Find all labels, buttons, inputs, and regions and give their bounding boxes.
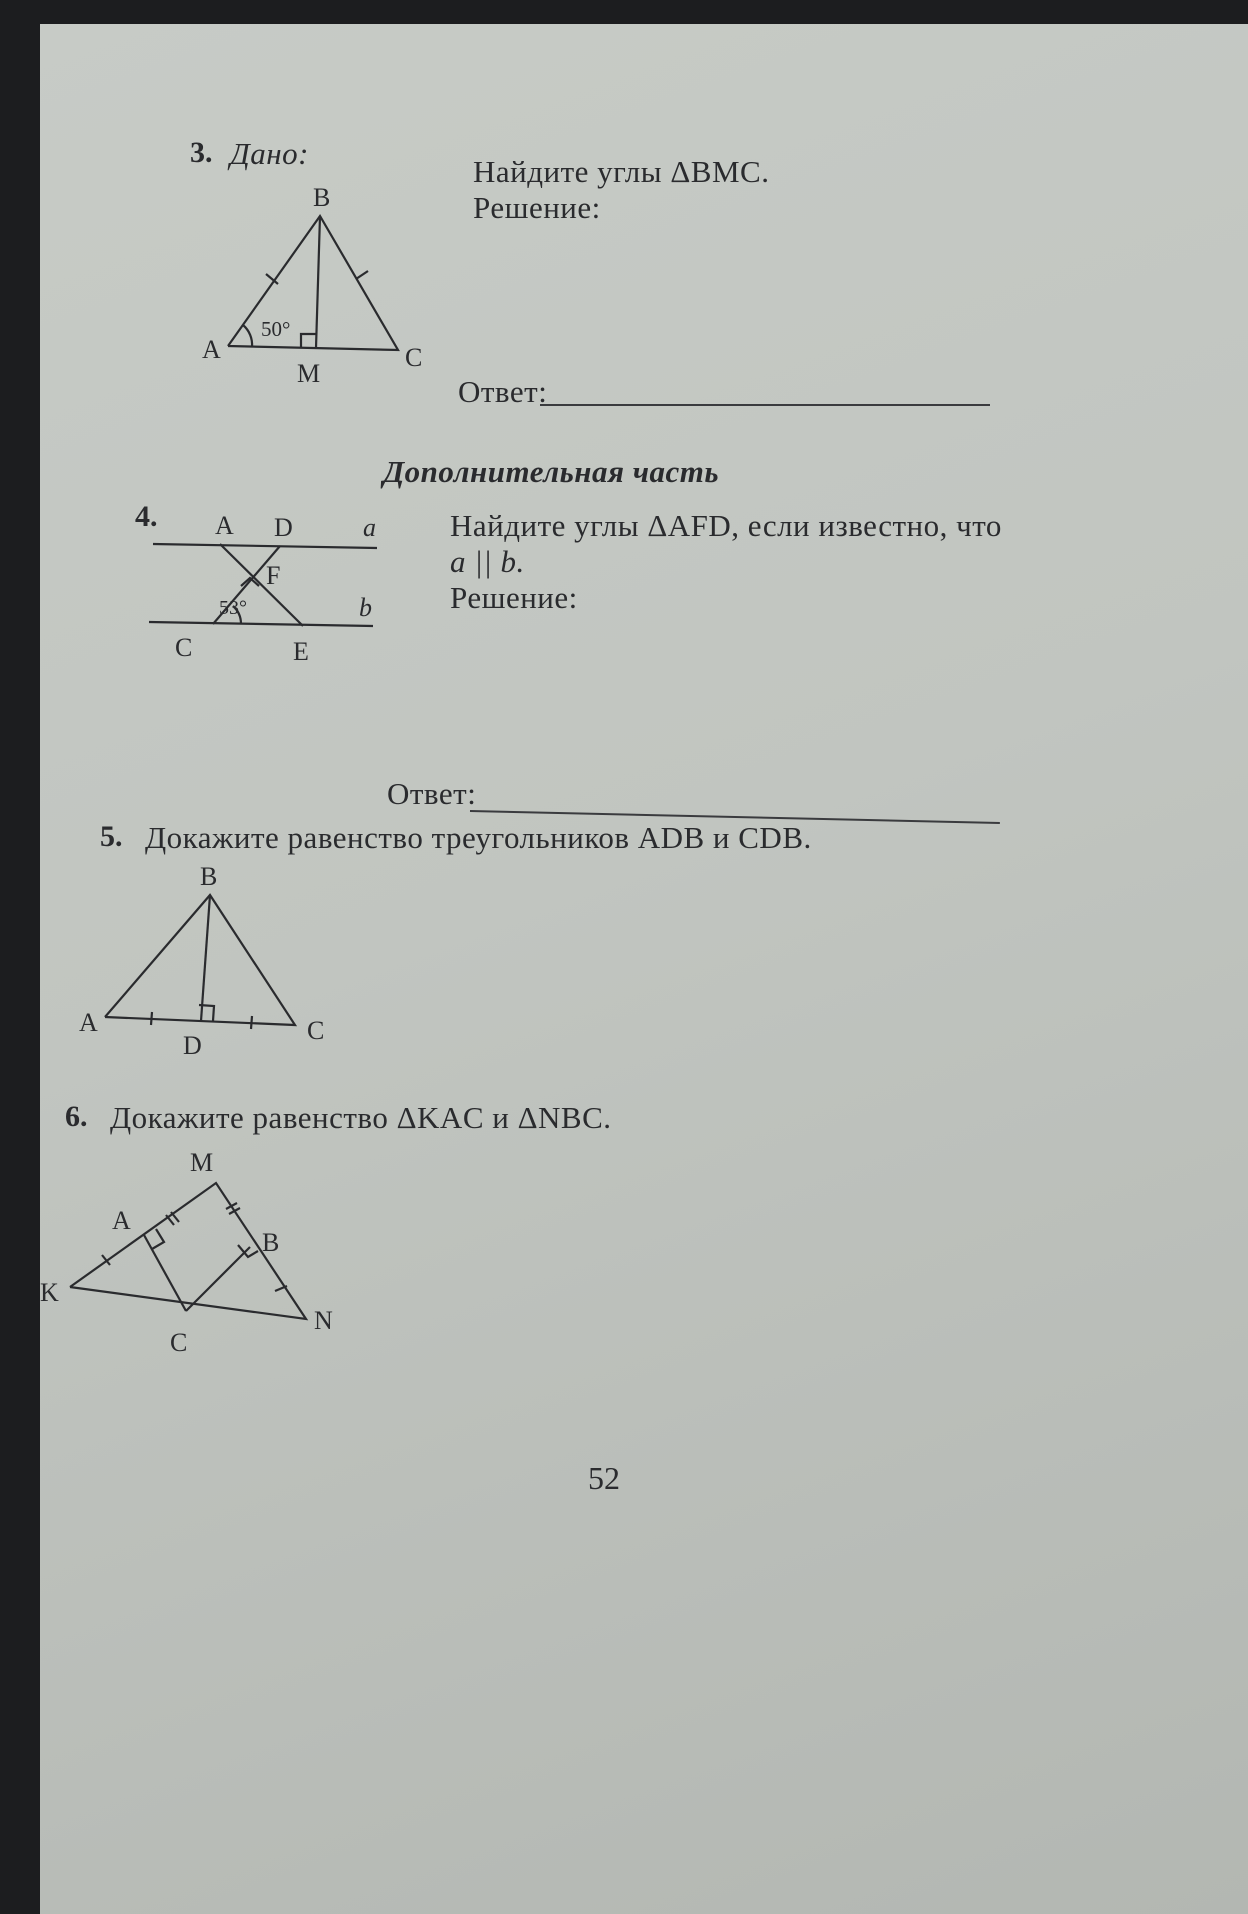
- line-a-label: a: [363, 513, 376, 542]
- worksheet-page: 3. Дано: B A M C 50° Найдите углы ΔBMC. …: [40, 24, 1248, 1914]
- line-b: [148, 620, 374, 628]
- point-k-label: K: [40, 1278, 59, 1307]
- right-angle-mark-a: [151, 1228, 166, 1250]
- segment-dc: [212, 545, 281, 625]
- triangle-kmn: [69, 1181, 309, 1321]
- section-title: Дополнительная часть: [383, 454, 720, 489]
- point-c-label: C: [170, 1328, 187, 1357]
- point-m-label: M: [297, 359, 320, 388]
- point-c-label: C: [307, 1016, 324, 1045]
- problem-3-figure: B A M C 50°: [202, 183, 422, 388]
- tick-mb-1: [225, 1202, 238, 1210]
- problem-4-answer-label: Ответ:: [387, 776, 477, 811]
- tick-bn: [274, 1284, 288, 1293]
- angle-arc-c: [232, 605, 243, 625]
- point-b-label: B: [200, 862, 217, 891]
- triangle-abc: [104, 893, 298, 1027]
- altitude-bm: [314, 215, 322, 349]
- tick-am-2: [170, 1211, 180, 1223]
- problem-3-given-label: Дано:: [230, 136, 309, 171]
- altitude-bd: [199, 894, 212, 1022]
- tick-ka: [101, 1254, 111, 1266]
- tick-mb-2: [228, 1207, 241, 1215]
- problem-3-answer-line: [540, 404, 990, 406]
- point-a-label: A: [79, 1008, 98, 1037]
- angle-arc-a: [242, 324, 254, 348]
- point-b-label: B: [313, 183, 330, 212]
- point-n-label: N: [314, 1306, 333, 1335]
- segment-ae: [219, 543, 304, 627]
- point-b-label: B: [262, 1228, 279, 1257]
- right-angle-mark-f: [240, 576, 260, 587]
- segment-cb: [185, 1246, 251, 1312]
- line-b-label: b: [359, 593, 372, 622]
- problem-4-solution-label: Решение:: [450, 580, 578, 615]
- point-e-label: E: [293, 637, 309, 666]
- line-a: [152, 542, 378, 550]
- problem-3-task: Найдите углы ΔBMC.: [473, 154, 770, 189]
- point-a-label: A: [202, 335, 221, 364]
- point-m-label: M: [190, 1148, 213, 1177]
- point-a-label: A: [215, 511, 234, 540]
- problem-4-number: 4.: [135, 500, 158, 533]
- right-angle-mark-b: [237, 1244, 259, 1259]
- point-c-label: C: [175, 633, 192, 662]
- tick-bc: [355, 270, 369, 280]
- problem-4-task-line2: a || b.: [450, 544, 525, 579]
- angle-a-value: 50°: [261, 317, 290, 341]
- point-a-label: A: [112, 1206, 131, 1235]
- page-number: 52: [588, 1460, 620, 1496]
- angle-c-value: 53°: [219, 597, 247, 619]
- triangle-abc: [227, 213, 400, 352]
- point-f-label: F: [266, 561, 280, 590]
- problem-5-task: Докажите равенство треугольников ADB и C…: [145, 820, 812, 855]
- problem-4-task-line1: Найдите углы ΔAFD, если известно, что: [450, 508, 1002, 543]
- point-d-label: D: [274, 513, 293, 542]
- right-angle-mark-d: [198, 1003, 216, 1022]
- right-angle-mark: [299, 332, 316, 348]
- tick-am-1: [165, 1214, 175, 1226]
- tick-ab: [265, 273, 279, 285]
- problem-3-solution-label: Решение:: [473, 190, 601, 225]
- problem-6-task: Докажите равенство ΔKAC и ΔNBC.: [110, 1100, 612, 1135]
- point-c-label: C: [405, 343, 422, 372]
- problem-3-answer-label: Ответ:: [458, 374, 548, 409]
- tick-dc: [249, 1015, 254, 1030]
- tick-ad: [149, 1011, 154, 1026]
- point-d-label: D: [183, 1031, 202, 1060]
- problem-5-number: 5.: [100, 820, 123, 853]
- segment-ac: [143, 1234, 187, 1312]
- problem-4-figure: A D F C E a b 53°: [148, 511, 378, 666]
- problem-6-number: 6.: [65, 1100, 88, 1133]
- problem-6-figure: M A B K C N: [40, 1148, 333, 1357]
- problem-5-figure: B A D C: [79, 862, 324, 1060]
- problem-3-number: 3.: [190, 136, 213, 169]
